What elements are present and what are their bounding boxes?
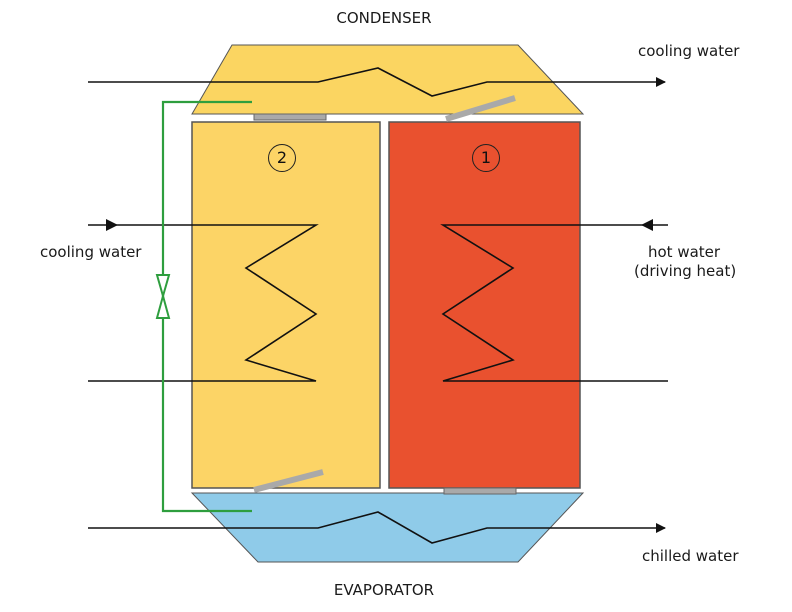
chilled-water-label: chilled water [642,547,739,565]
evaporator-flap-right-closed [443,487,517,495]
cooling-water-left-label: cooling water [40,243,142,261]
condenser-flap-left-closed [253,113,327,121]
condenser-label: CONDENSER [336,9,432,27]
adsorber-1-number: 1 [472,144,500,172]
adsorber-2-number: 2 [268,144,296,172]
cooling-water-top-label: cooling water [638,42,740,60]
cooling-water-inlet-arrow [106,219,118,231]
evaporator-flap-left-open [253,469,324,493]
evaporator-label: EVAPORATOR [333,581,435,599]
condenser-vessel [191,44,585,115]
hot-water-inlet-arrow [641,219,653,231]
expansion-valve-icon [155,274,171,319]
evaporator-chilled-coil [88,511,666,544]
hot-water-label: hot water [648,243,721,261]
condenser-flap-right-open [445,95,516,122]
adsorber-1-chamber [388,121,581,489]
driving-heat-label: (driving heat) [634,262,737,280]
adsorber-1-hot-coil [440,224,668,382]
adsorber-2-chamber [191,121,381,489]
adsorber-2-cooling-coil [88,224,319,382]
condenser-cooling-coil [88,67,666,97]
